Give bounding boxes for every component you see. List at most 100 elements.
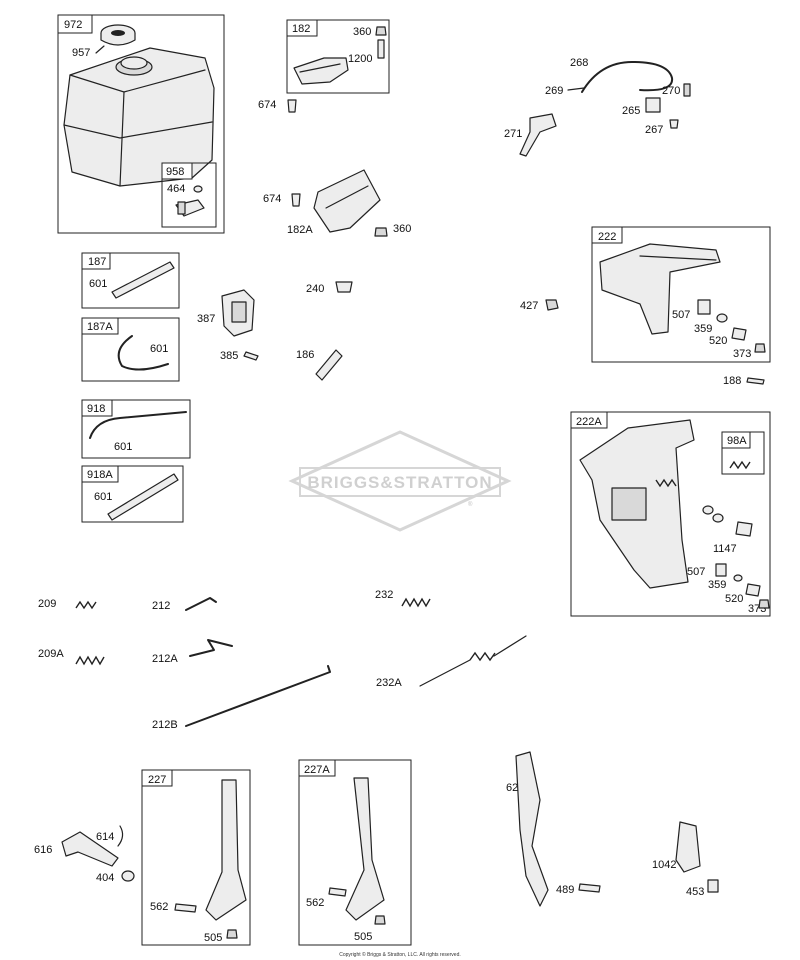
governor-lever-227A — [345, 777, 385, 921]
callout-box-227A — [298, 759, 412, 946]
callout-614: 614 — [96, 831, 114, 843]
callout-box-918 — [81, 399, 191, 459]
throttle-cable-group: 268 269 270 265 267 271 — [504, 57, 691, 157]
callout-187: 187 — [88, 256, 106, 268]
link-212B — [185, 665, 331, 727]
callout-212: 212 — [152, 600, 170, 612]
callout-957: 957 — [72, 47, 90, 59]
callout-240: 240 — [306, 283, 324, 295]
callout-271: 271 — [504, 128, 522, 140]
callout-268: 268 — [570, 57, 588, 69]
callout-182: 182 — [292, 23, 310, 35]
callout-507b: 507 — [687, 566, 705, 578]
callout-98A: 98A — [727, 435, 747, 447]
callout-387: 387 — [197, 313, 215, 325]
copyright-notice: Copyright © Briggs & Stratton, LLC. All … — [339, 951, 461, 958]
cable-clamp — [645, 97, 661, 113]
callout-182A: 182A — [287, 224, 313, 236]
watermark-trademark: ® — [468, 501, 473, 508]
bracket-182-group: 182 360 1200 674 — [258, 19, 390, 113]
callout-373a: 373 — [733, 348, 751, 360]
control-bracket-222A-group: 222A 98A 1147 507 359 520 373 — [570, 411, 771, 617]
brand-watermark: BRIGGS&STRATTON ® — [288, 430, 512, 532]
governor-shaft-616 — [61, 831, 119, 867]
callout-520a: 520 — [709, 335, 727, 347]
callout-box-222A — [570, 411, 771, 617]
callout-box-182 — [286, 19, 390, 94]
spring-209A — [75, 655, 105, 666]
fuel-line-187A-group: 187A 601 — [81, 317, 180, 382]
callout-187A: 187A — [87, 321, 113, 333]
control-lever-271 — [519, 113, 557, 157]
control-bracket-222-group: 222 507 359 520 373 188 — [591, 226, 771, 387]
callout-212B: 212B — [152, 719, 178, 731]
callout-222A: 222A — [576, 416, 602, 428]
spring-232A — [469, 651, 496, 662]
governor-lever-227 — [205, 779, 247, 921]
callout-385: 385 — [220, 350, 238, 362]
callout-209A: 209A — [38, 648, 64, 660]
link-212A — [189, 639, 233, 657]
part-240 — [335, 281, 353, 293]
callout-674a: 674 — [258, 99, 276, 111]
callout-186: 186 — [296, 349, 314, 361]
callout-360b: 360 — [393, 223, 411, 235]
fitting-186 — [315, 349, 343, 381]
callout-265: 265 — [622, 105, 640, 117]
callout-505b: 505 — [354, 931, 372, 943]
springs-links-group: 209 212 232 209A 212A 232A 212B — [38, 589, 527, 731]
callout-453: 453 — [686, 886, 704, 898]
watermark-brand: BRIGGS&STRATTON — [307, 473, 492, 492]
callout-359b: 359 — [708, 579, 726, 591]
callout-1042: 1042 — [652, 859, 676, 871]
callout-601b: 601 — [150, 343, 168, 355]
callout-674b: 674 — [263, 193, 281, 205]
fuel-tank-group: 972 957 958 464 — [57, 14, 225, 234]
callout-505a: 505 — [204, 932, 222, 944]
callout-232: 232 — [375, 589, 393, 601]
callout-404: 404 — [96, 872, 114, 884]
callout-222: 222 — [598, 231, 616, 243]
callout-507a: 507 — [672, 309, 690, 321]
callout-212A: 212A — [152, 653, 178, 665]
stud-1200 — [377, 39, 385, 59]
callout-562a: 562 — [150, 901, 168, 913]
link-212 — [185, 597, 217, 611]
bracket-182A — [313, 169, 381, 233]
governor-lever-227A-group: 227A 562 505 — [298, 759, 412, 946]
callout-1200: 1200 — [348, 53, 372, 65]
callout-562b: 562 — [306, 897, 324, 909]
bracket-182A-group: 674 182A 360 — [263, 169, 411, 237]
mid-parts-group: 387 385 240 186 427 — [197, 281, 559, 381]
callout-box-222 — [591, 226, 771, 363]
callout-269: 269 — [545, 85, 563, 97]
fuel-line-918A-group: 918A 601 — [81, 465, 184, 523]
callout-918: 918 — [87, 403, 105, 415]
callout-227: 227 — [148, 774, 166, 786]
callout-427: 427 — [520, 300, 538, 312]
callout-box-187A — [81, 317, 180, 382]
throttle-cable — [581, 61, 674, 93]
callout-227A: 227A — [304, 764, 330, 776]
fuel-tank — [63, 47, 215, 187]
fuel-line-918 — [89, 411, 187, 439]
callout-188: 188 — [723, 375, 741, 387]
spring-232 — [401, 597, 431, 608]
spring-232A-hook — [419, 659, 471, 687]
callout-464: 464 — [167, 183, 185, 195]
callout-box-972 — [57, 14, 225, 234]
callout-360a: 360 — [353, 26, 371, 38]
fuel-line-187-group: 187 601 — [81, 252, 180, 309]
callout-232A: 232A — [376, 677, 402, 689]
callout-209: 209 — [38, 598, 56, 610]
callout-601d: 601 — [94, 491, 112, 503]
spring-209 — [75, 600, 97, 610]
callout-958: 958 — [166, 166, 184, 178]
callout-box-187 — [81, 252, 180, 309]
control-bracket-222 — [599, 243, 721, 335]
link-624 — [515, 751, 549, 907]
spring-98A — [729, 460, 751, 470]
callout-918A: 918A — [87, 469, 113, 481]
fuel-line-918-group: 918 601 — [81, 399, 191, 459]
